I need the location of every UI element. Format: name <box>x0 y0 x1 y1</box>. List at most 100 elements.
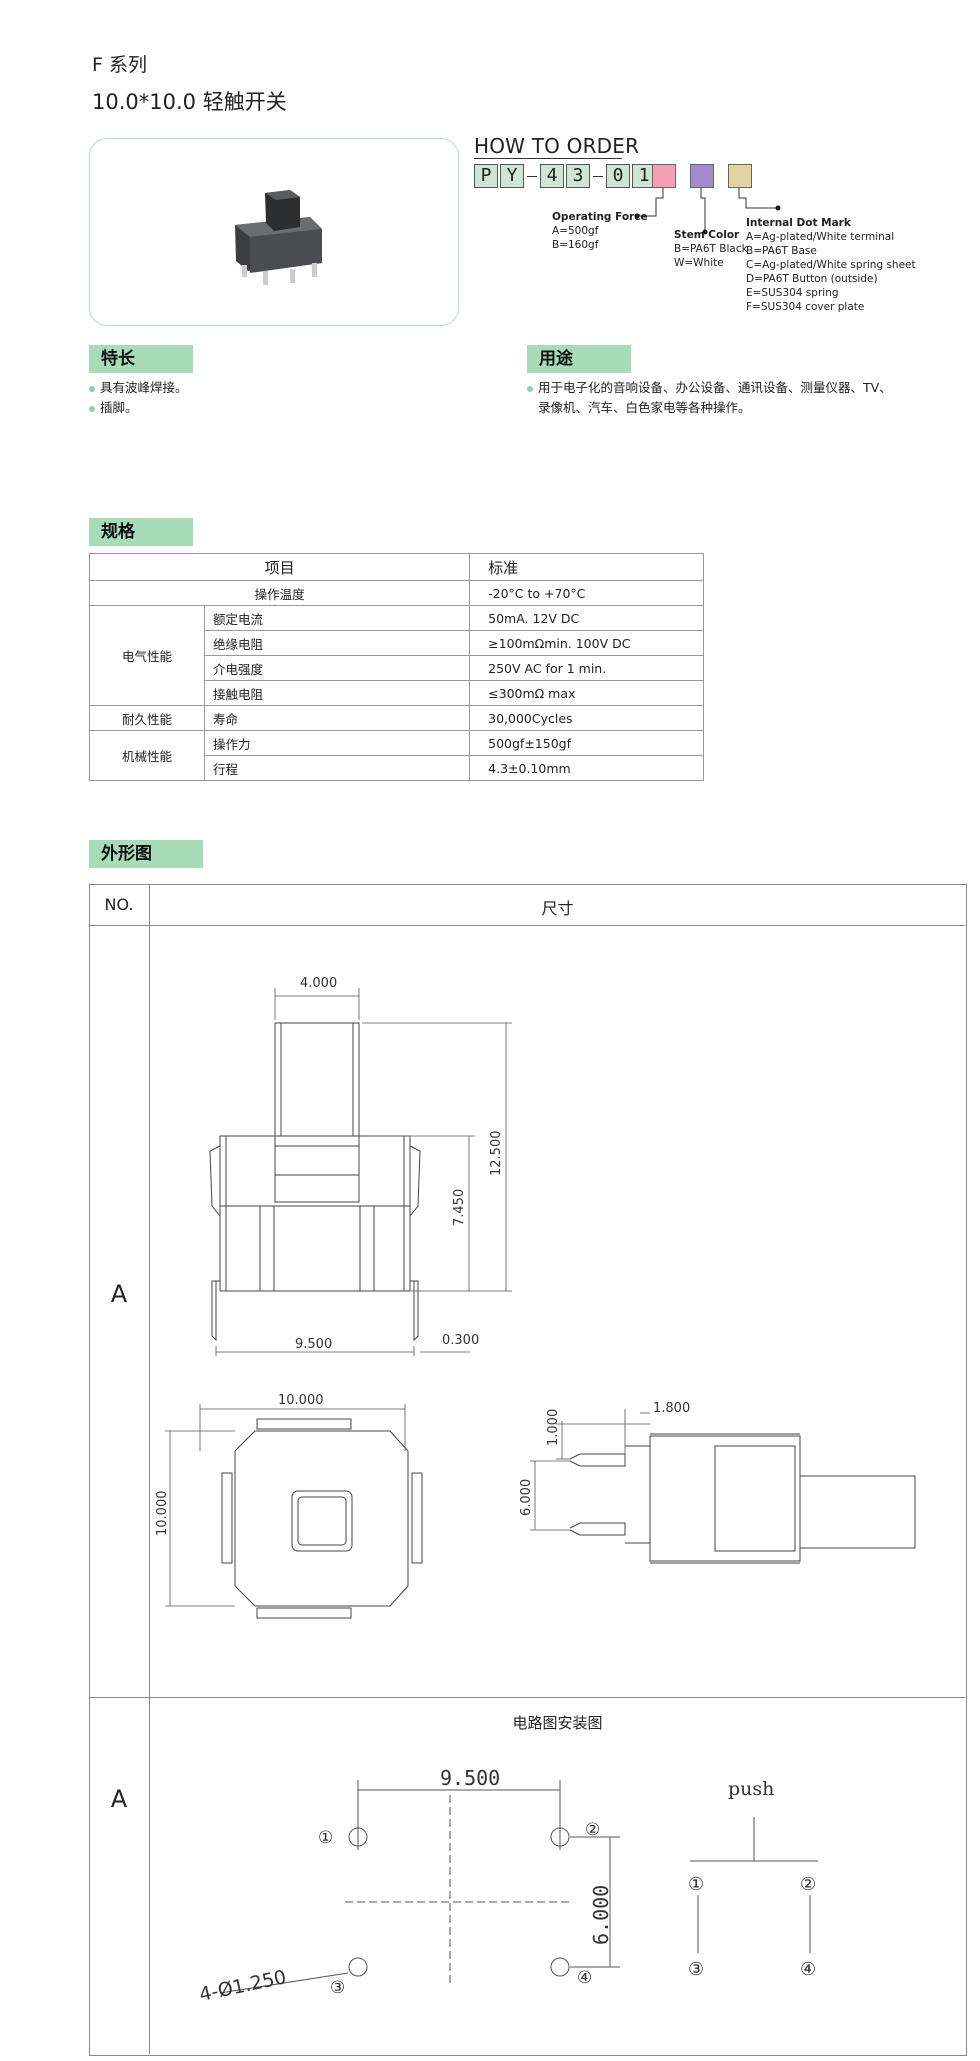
stem-color-group: Stem Color B=PA6T Black W=White <box>674 228 748 270</box>
dim-side-pitch: 6.000 <box>519 1479 534 1516</box>
table-row: 介电强度 250V AC for 1 min. <box>90 655 704 681</box>
spec-value: 4.3±0.10mm <box>469 755 704 781</box>
spec-name: 绝缘电阻 <box>203 630 471 656</box>
front-view <box>209 1022 421 1342</box>
bullet-dot <box>89 385 95 392</box>
product-title: 10.0*10.0 轻触开关 <box>92 90 287 114</box>
stem-color-title: Stem Color <box>674 229 740 241</box>
swatch-operating-force <box>652 164 676 188</box>
col-standard: 标准 <box>469 553 704 581</box>
swatch-stem-color <box>690 164 714 188</box>
column-divider <box>149 884 150 2054</box>
code-dash <box>527 175 537 177</box>
code-char: 3 <box>566 164 590 188</box>
code-char: Y <box>500 164 524 188</box>
feature-item: 具有波峰焊接。 <box>100 380 188 395</box>
header-divider <box>89 925 965 926</box>
table-row: 行程 4.3±0.10mm <box>90 755 704 781</box>
spec-value: ≤300mΩ max <box>469 680 704 706</box>
swatch-internal-dot <box>728 164 752 188</box>
stem-color-item: W=White <box>674 257 724 269</box>
spec-value: 50mA. 12V DC <box>469 605 704 631</box>
switch-schematic <box>690 1817 818 1953</box>
order-connectors <box>634 188 781 235</box>
pin-3-label: ③ <box>330 1978 345 1998</box>
spec-value: 30,000Cycles <box>469 705 704 731</box>
spec-name: 操作温度 <box>88 580 471 606</box>
product-photo <box>235 190 322 285</box>
usage-line: 录像机、汽车、白色家电等各种操作。 <box>538 400 751 415</box>
spec-group: 电气性能 <box>89 605 205 706</box>
dim-body-width: 10.000 <box>278 1393 324 1408</box>
front-dimensions <box>215 988 512 1356</box>
features-list: 具有波峰焊接。 插脚。 <box>89 378 188 418</box>
spec-group: 耐久性能 <box>89 705 205 731</box>
product-photo-frame <box>89 138 459 326</box>
internal-dot-item: B=PA6T Base <box>746 245 817 257</box>
order-code: P Y 4 3 0 1 <box>474 164 658 188</box>
series-label: F 系列 <box>92 54 147 76</box>
table-row: 绝缘电阻 ≥100mΩmin. 100V DC <box>90 630 704 656</box>
top-view <box>221 1418 423 1619</box>
spec-name: 寿命 <box>203 705 471 731</box>
code-char: P <box>474 164 498 188</box>
schem-pin-1: ① <box>688 1874 704 1895</box>
spec-group: 机械性能 <box>89 730 205 781</box>
table-row: 机械性能 操作力 500gf±150gf <box>89 730 704 781</box>
table-row: 操作温度 -20°C to +70°C <box>88 580 704 606</box>
operating-force-group: Operating Force A=500gf B=160gf <box>552 210 648 252</box>
circuit-drawing: 9.500 6.000 4-Ø1.250 ① ② ③ ④ push ① ② ③ … <box>197 1766 818 2006</box>
how-to-order-heading: HOW TO ORDER <box>474 134 640 158</box>
schem-pin-3: ③ <box>688 1959 704 1980</box>
dim-body-depth: 10.000 <box>155 1491 170 1537</box>
circuit-title: 电路图安装图 <box>512 1714 603 1732</box>
pin-1-label: ① <box>318 1828 333 1848</box>
spec-value: 250V AC for 1 min. <box>469 655 704 681</box>
pitch-x-label: 9.500 <box>440 1766 500 1790</box>
operating-force-item: A=500gf <box>552 225 599 237</box>
spec-table: 项目 标准 操作温度 -20°C to +70°C 电气性能 额定电流 50mA… <box>88 553 704 781</box>
col-no-header: NO. <box>104 895 134 914</box>
dim-pin-thickness: 0.300 <box>442 1333 479 1348</box>
hole-label: 4-Ø1.250 <box>197 1966 288 2006</box>
dim-pin-width: 9.500 <box>295 1337 332 1352</box>
schem-pin-2: ② <box>800 1874 816 1895</box>
code-char: 0 <box>606 164 630 188</box>
spec-name: 额定电流 <box>203 605 471 631</box>
push-label: push <box>728 1778 774 1800</box>
dim-stem-width: 4.000 <box>300 976 337 991</box>
spec-name: 操作力 <box>203 730 471 756</box>
outline-table <box>89 884 967 2056</box>
usage-label: 用途 <box>527 345 631 373</box>
dim-side-gap: 1.000 <box>546 1409 561 1446</box>
pin-4-label: ④ <box>577 1968 592 1988</box>
internal-dot-item: F=SUS304 cover plate <box>746 301 865 313</box>
operating-force-title: Operating Force <box>552 211 648 223</box>
usage-line: 用于电子化的音响设备、办公设备、通讯设备、测量仪器、TV、 <box>538 380 892 395</box>
spec-value: -20°C to +70°C <box>469 580 704 606</box>
side-dimensions <box>530 1409 650 1531</box>
spec-label: 规格 <box>89 518 193 546</box>
stem-color-item: B=PA6T Black <box>674 243 748 255</box>
internal-dot-title: Internal Dot Mark <box>746 217 851 229</box>
internal-dot-item: E=SUS304 spring <box>746 287 839 299</box>
code-char: 4 <box>540 164 564 188</box>
row-label-a2: A <box>110 1785 128 1813</box>
side-view <box>569 1433 916 1564</box>
internal-dot-item: A=Ag-plated/White terminal <box>746 231 895 243</box>
spec-value: ≥100mΩmin. 100V DC <box>469 630 704 656</box>
spec-name: 接触电阻 <box>203 680 471 706</box>
spec-value: 500gf±150gf <box>469 730 704 756</box>
operating-force-item: B=160gf <box>552 239 599 251</box>
internal-dot-group: Internal Dot Mark A=Ag-plated/White term… <box>746 216 916 314</box>
internal-dot-item: D=PA6T Button (outside) <box>746 273 878 285</box>
col-item: 项目 <box>88 553 471 581</box>
features-label: 特长 <box>89 345 193 373</box>
spec-name: 行程 <box>203 755 471 781</box>
row-divider <box>89 1697 965 1698</box>
bullet-dot <box>527 385 533 392</box>
outline-label: 外形图 <box>89 840 203 868</box>
pitch-y-label: 6.000 <box>589 1885 613 1945</box>
pad-layout <box>219 1780 620 1994</box>
spec-header-row: 项目 标准 <box>88 553 704 581</box>
